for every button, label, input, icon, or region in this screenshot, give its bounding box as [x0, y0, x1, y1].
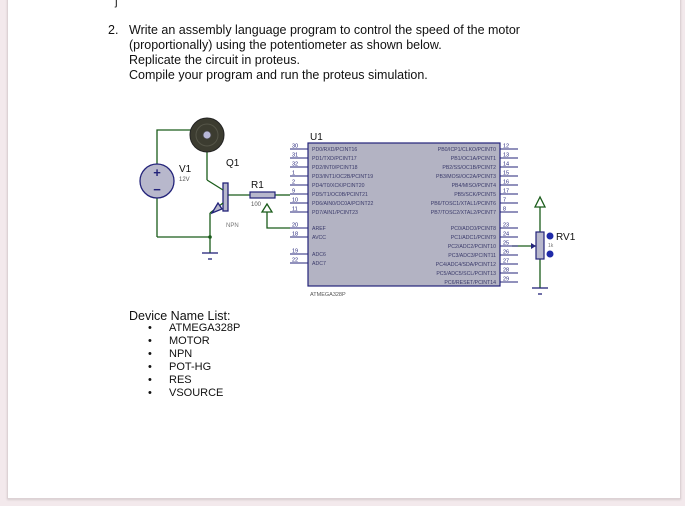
chip-pin-label: PB5/SCK/PCINT5	[454, 192, 496, 198]
chip-pin-number: 23	[503, 223, 509, 229]
chip-pin-number: 32	[292, 162, 298, 168]
chip-pin-number: 22	[292, 258, 298, 264]
q1-ref-label: Q1	[226, 158, 240, 169]
ground-icon	[202, 252, 218, 260]
device-list-title: Device Name List:	[129, 309, 231, 323]
power-terminal-icon	[260, 202, 274, 213]
chip-pin-label: PD5/T1/OC0B/PCINT21	[312, 192, 368, 198]
stray-character: j	[115, 0, 118, 8]
chip-pin-label: PB6/TOSC1/XTAL1/PCINT6	[431, 201, 496, 207]
chip-pin-number: 12	[503, 144, 509, 150]
chip-pin-label: PD7/AIN1/PCINT23	[312, 210, 358, 216]
r1-ref-label: R1	[251, 180, 264, 191]
pot-decrement-dot[interactable]	[546, 250, 554, 258]
npn-transistor-q1	[206, 179, 229, 215]
wire-aref-to-supply	[266, 212, 290, 229]
device-list-item: POT-HG	[148, 361, 240, 374]
rv1-value-label: 1k	[548, 243, 554, 249]
rv1-ref-label: RV1	[556, 232, 576, 243]
device-list: ATMEGA328P MOTOR NPN POT-HG RES VSOURCE	[148, 322, 240, 400]
chip-pin-label: PB0/ICP1/CLKO/PCINT0	[438, 147, 496, 153]
chip-pin-number: 14	[503, 162, 509, 168]
chip-pin-number: 27	[503, 259, 509, 265]
ground-icon	[532, 287, 548, 295]
voltage-source-v1: + −	[139, 163, 175, 199]
device-list-item: ATMEGA328P	[148, 322, 240, 335]
potentiometer-rv1	[531, 231, 554, 260]
device-list-item: NPN	[148, 348, 240, 361]
chip-pin-label: AREF	[312, 226, 326, 232]
chip-pin-number: 20	[292, 223, 298, 229]
chip-pin-label: ADC7	[312, 261, 326, 267]
chip-pin-label: PD6/AIN0/OC0A/PCINT22	[312, 201, 374, 207]
chip-pin-label: PC2/ADC2/PCINT10	[448, 244, 496, 250]
chip-pin-number: 1	[292, 171, 295, 177]
chip-pin-number: 17	[503, 189, 509, 195]
chip-pin-label: AVCC	[312, 235, 326, 241]
chip-pin-number: 11	[292, 207, 298, 213]
chip-pin-number: 18	[292, 232, 298, 238]
junction-dot	[208, 235, 212, 239]
chip-pin-number: 16	[503, 180, 509, 186]
question-line-4: Compile your program and run the proteus…	[129, 68, 428, 82]
v1-ref-label: V1	[179, 164, 192, 175]
chip-pin-number: 25	[503, 241, 509, 247]
chip-pin-number: 8	[503, 207, 506, 213]
u1-ref-label: U1	[310, 132, 323, 143]
chip-pin-number: 26	[503, 250, 509, 256]
resistor-r1	[249, 191, 276, 199]
chip-pin-label: PB2/SS/OC1B/PCINT2	[442, 165, 496, 171]
v1-plus-sign: +	[153, 165, 161, 180]
chip-pin-label: PC0/ADC0/PCINT8	[451, 226, 496, 232]
chip-pin-label: PD3/INT1/OC2B/PCINT19	[312, 174, 373, 180]
motor-icon	[189, 117, 225, 153]
chip-pin-number: 10	[292, 198, 298, 204]
chip-pin-number: 13	[503, 153, 509, 159]
chip-pin-number: 2	[292, 180, 295, 186]
chip-pin-label: PD0/RXD/PCINT16	[312, 147, 357, 153]
pot-increment-dot[interactable]	[546, 232, 554, 240]
chip-pin-label: PC1/ADC1/PCINT9	[451, 235, 496, 241]
device-list-item: VSOURCE	[148, 387, 240, 400]
chip-pin-number: 28	[503, 268, 509, 274]
wires	[156, 118, 541, 288]
device-list-item: MOTOR	[148, 335, 240, 348]
chip-pin-label: PD4/T0/XCK/PCINT20	[312, 183, 365, 189]
chip-pin-label: PC6/RESET/PCINT14	[444, 280, 496, 286]
question-number: 2.	[108, 23, 119, 37]
chip-pin-label: PB3/MOSI/OC2A/PCINT3	[436, 174, 496, 180]
chip-pin-label: PD1/TXD/PCINT17	[312, 156, 357, 162]
question-line-3: Replicate the circuit in proteus.	[129, 53, 300, 67]
chip-pin-label: PD2/INT0/PCINT18	[312, 165, 358, 171]
r1-value-label: 100	[251, 202, 262, 208]
device-list-item: RES	[148, 374, 240, 387]
chip-pin-number: 19	[292, 249, 298, 255]
chip-pin-label: PC4/ADC4/SDA/PCINT12	[436, 262, 496, 268]
power-terminal-icon	[533, 195, 547, 208]
chip-pin-label: PB1/OC1A/PCINT1	[451, 156, 496, 162]
chip-pin-label: ADC6	[312, 252, 326, 258]
chip-pin-number: 31	[292, 153, 298, 159]
chip-pin-number: 24	[503, 232, 509, 238]
chip-pin-number: 9	[292, 189, 295, 195]
u1-part-label: ATMEGA328P	[310, 292, 346, 298]
chip-pin-number: 29	[503, 277, 509, 283]
chip-pin-number: 15	[503, 171, 509, 177]
v1-value-label: 12V	[179, 177, 190, 183]
chip-pin-number: 30	[292, 144, 298, 150]
chip-pin-label: PC5/ADC5/SCL/PCINT13	[436, 271, 496, 277]
question-line-1: Write an assembly language program to co…	[129, 23, 520, 37]
chip-pin-label: PB7/TOSC2/XTAL2/PCINT7	[431, 210, 496, 216]
question-line-2: (proportionally) using the potentiometer…	[129, 38, 442, 52]
q1-type-label: NPN	[226, 223, 239, 229]
atmega328p-chip	[307, 142, 501, 287]
chip-pin-number: 7	[503, 198, 506, 204]
chip-pin-label: PB4/MISO/PCINT4	[452, 183, 497, 189]
v1-minus-sign: −	[153, 182, 161, 197]
chip-pin-label: PC3/ADC3/PCINT11	[448, 253, 496, 259]
